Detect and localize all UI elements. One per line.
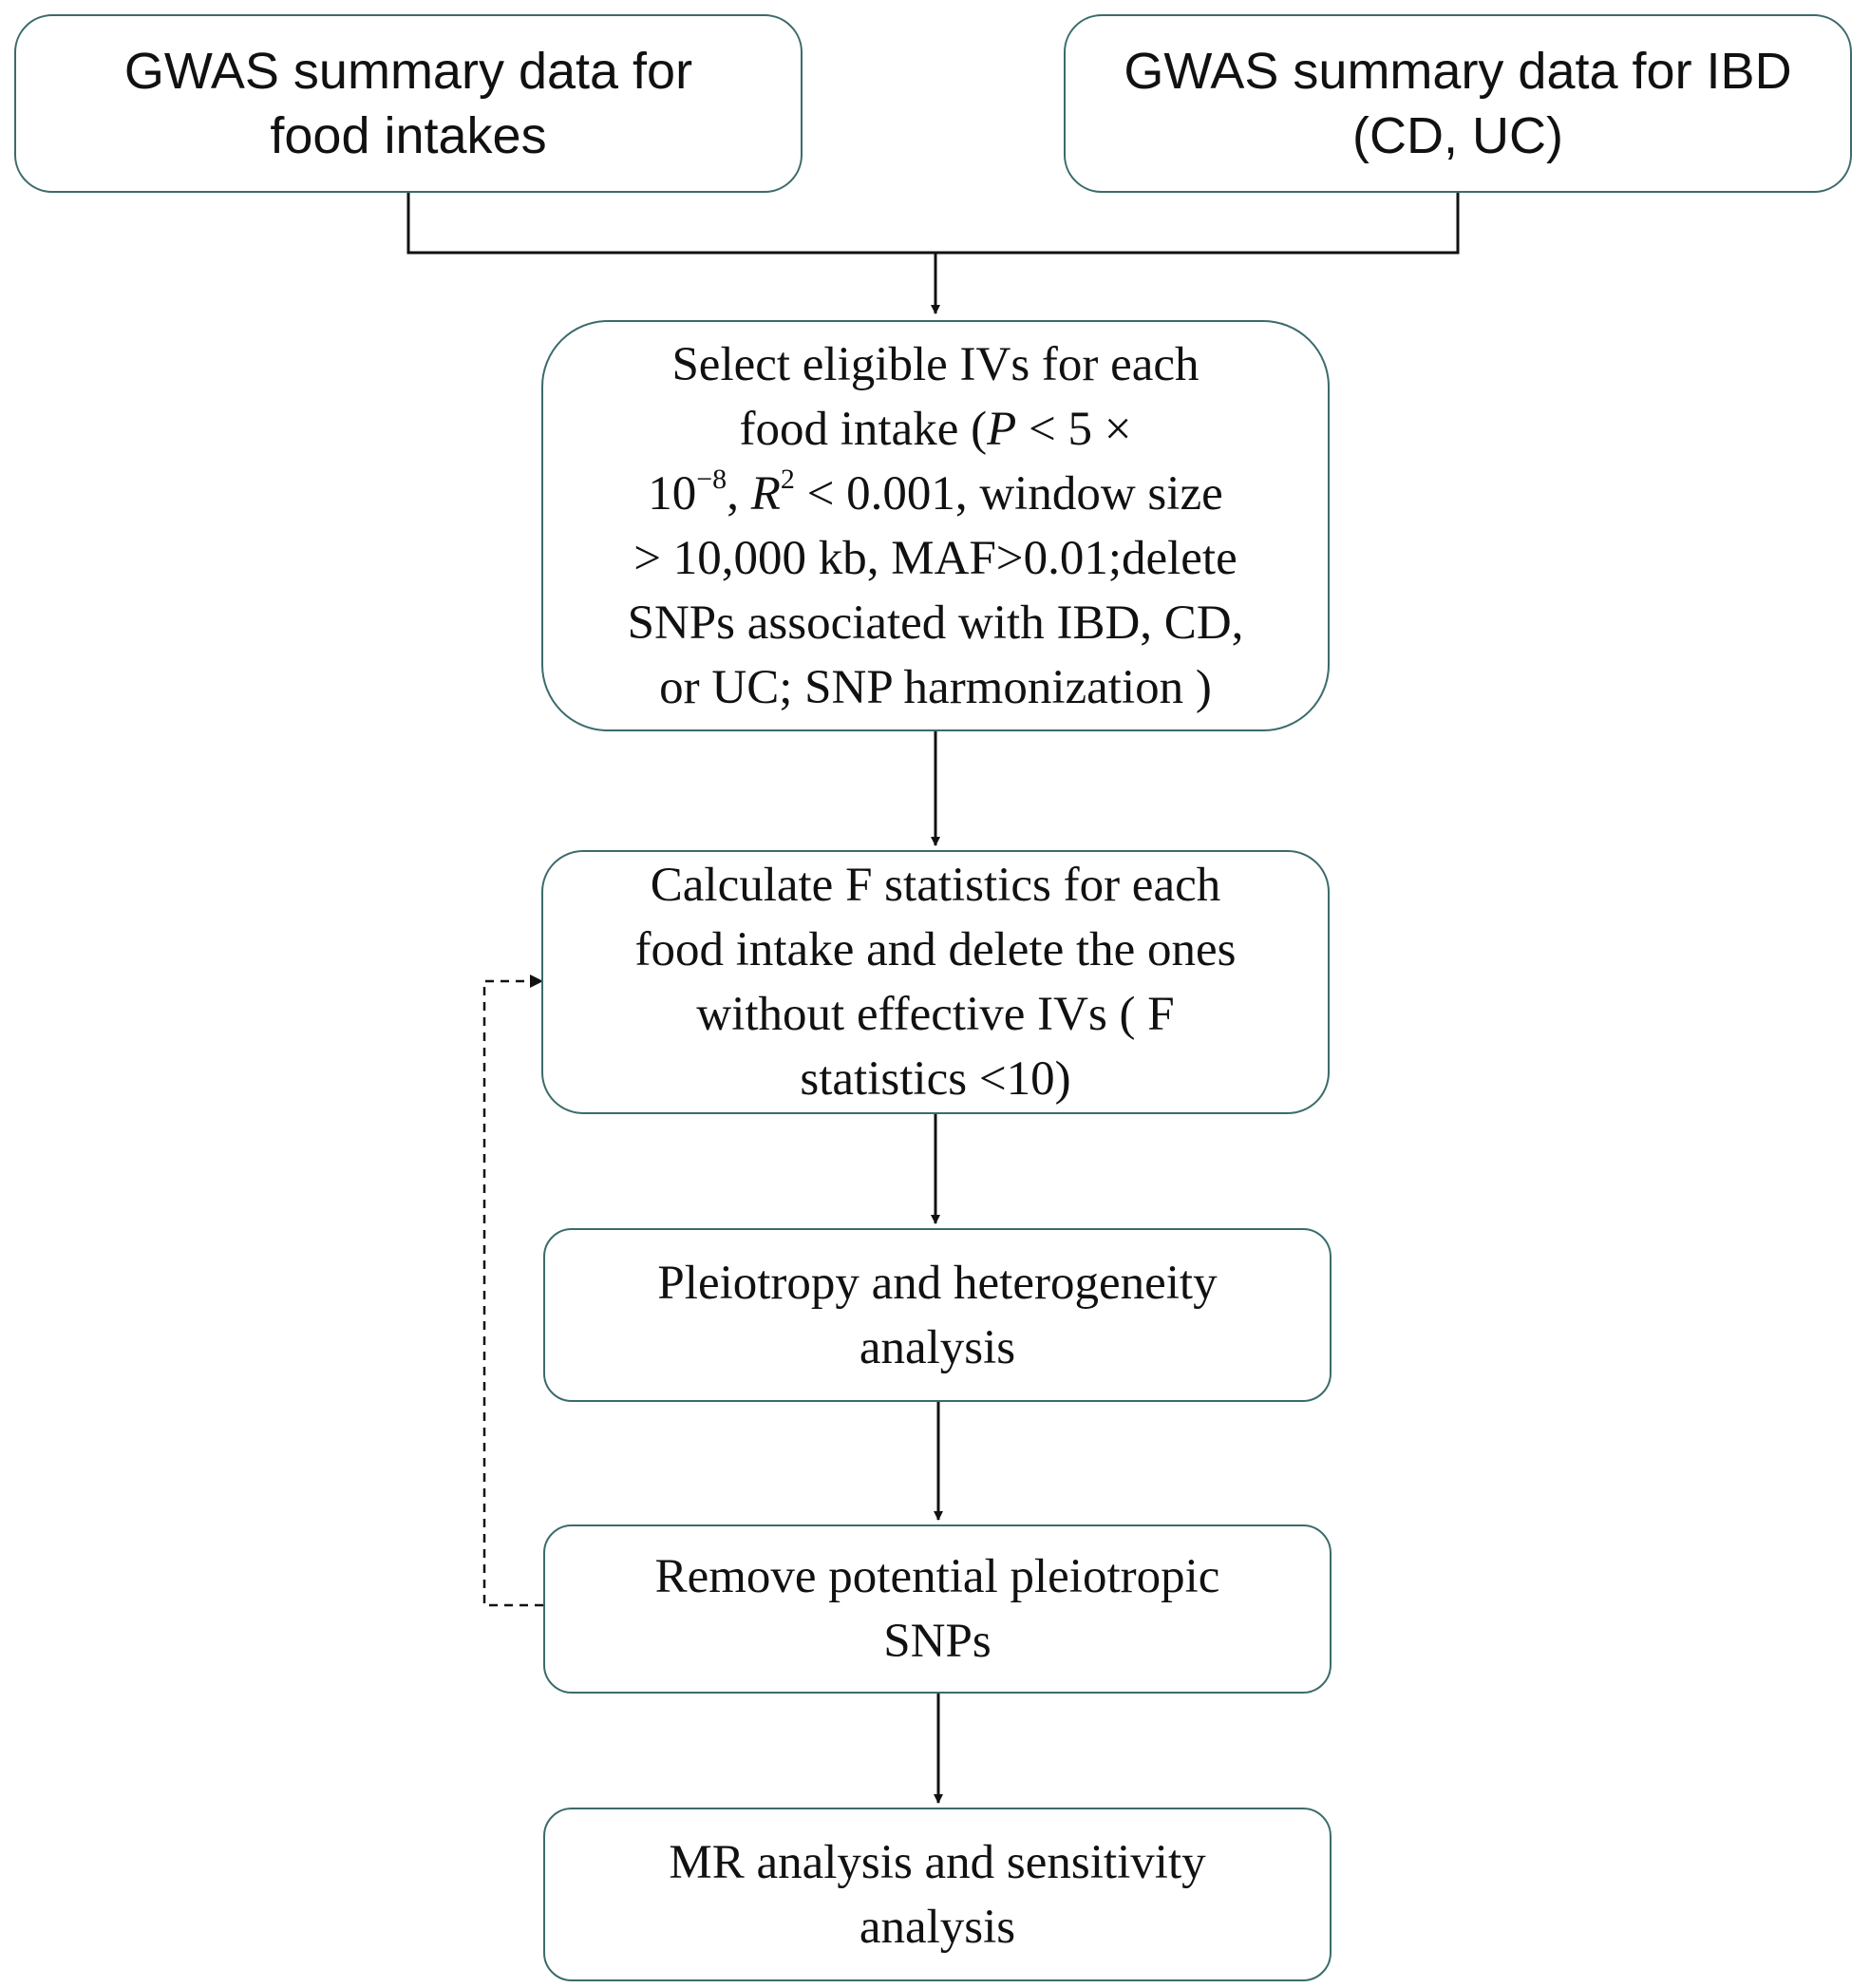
ibd-gwas-line-1: GWAS summary data for IBD xyxy=(1124,43,1792,100)
f-stats-line-1: Calculate F statistics for each xyxy=(650,859,1221,912)
select-ivs-line-2-pre: food intake ( xyxy=(739,402,988,456)
remove-snps-line-1: Remove potential pleiotropic xyxy=(654,1550,1220,1603)
pleiotropy-line-2: analysis xyxy=(859,1320,1016,1374)
select-ivs-line-2: food intake (P < 5 × xyxy=(739,397,1131,462)
select-ivs-line-3-mid: , xyxy=(727,466,751,521)
select-ivs-line-5: SNPs associated with IBD, CD, xyxy=(627,596,1244,650)
threshold-exponent: −8 xyxy=(696,463,727,495)
f-stats-line-4: statistics <10) xyxy=(800,1052,1071,1106)
select-ivs-line-6: or UC; SNP harmonization ) xyxy=(659,660,1212,714)
select-ivs-box: Select eligible IVs for each food intake… xyxy=(541,320,1330,731)
select-ivs-line-3: 10−8, R2 < 0.001, window size xyxy=(648,462,1222,526)
food-gwas-line-2: food intakes xyxy=(270,107,547,164)
ibd-gwas-line-2: (CD, UC) xyxy=(1352,107,1563,164)
pleiotropy-line-1: Pleiotropy and heterogeneity xyxy=(657,1256,1218,1310)
select-ivs-line-1: Select eligible IVs for each xyxy=(671,337,1199,391)
f-statistics-box: Calculate F statistics for each food int… xyxy=(541,850,1330,1114)
f-stats-line-3: without effective IVs ( F xyxy=(696,988,1175,1041)
mr-analysis-line-2: analysis xyxy=(859,1900,1016,1954)
p-value-symbol: P xyxy=(987,402,1017,456)
remove-pleiotropic-snps-box: Remove potential pleiotropic SNPs xyxy=(543,1524,1332,1694)
remove-snps-line-2: SNPs xyxy=(883,1615,992,1668)
f-stats-line-2: food intake and delete the ones xyxy=(634,923,1237,976)
select-ivs-line-3-post: < 0.001, window size xyxy=(794,466,1223,521)
ibd-gwas-box: GWAS summary data for IBD (CD, UC) xyxy=(1064,14,1852,193)
select-ivs-line-2-post: < 5 × xyxy=(1016,402,1132,456)
feedback-loop-dashed xyxy=(482,975,543,1607)
merge-connector xyxy=(406,193,1460,255)
r-symbol: R xyxy=(750,466,781,521)
pleiotropy-heterogeneity-box: Pleiotropy and heterogeneity analysis xyxy=(543,1228,1332,1402)
select-ivs-line-4: > 10,000 kb, MAF>0.01;delete xyxy=(633,531,1237,585)
food-gwas-line-1: GWAS summary data for xyxy=(123,43,693,100)
r-exponent: 2 xyxy=(780,463,795,495)
mr-analysis-line-1: MR analysis and sensitivity xyxy=(669,1835,1206,1889)
food-intakes-gwas-box: GWAS summary data for food intakes xyxy=(14,14,803,193)
mr-sensitivity-analysis-box: MR analysis and sensitivity analysis xyxy=(543,1808,1332,1981)
threshold-base: 10 xyxy=(648,466,697,521)
